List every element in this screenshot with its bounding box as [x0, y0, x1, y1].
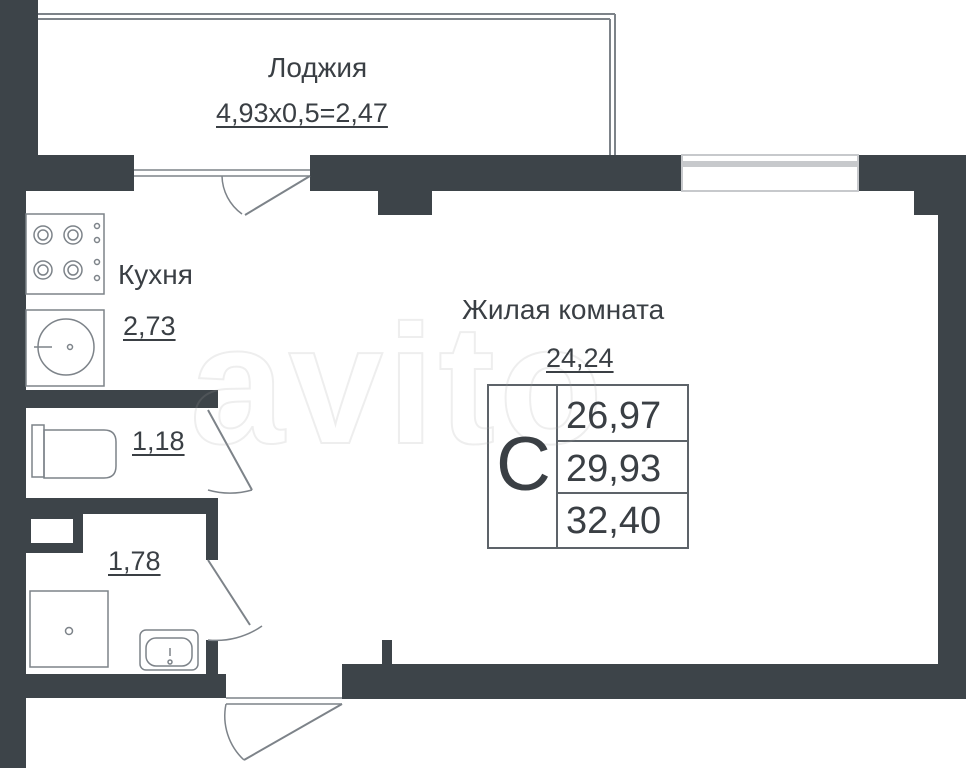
left-wall-bottom	[0, 698, 26, 768]
bottom-wall	[342, 664, 966, 699]
doors	[134, 169, 343, 761]
partitions	[21, 390, 218, 674]
kitchen-name: Кухня	[118, 259, 193, 290]
living-room-name: Жилая комната	[462, 294, 665, 325]
total-area-1: 26,97	[566, 395, 662, 437]
living-room-area: 24,24	[546, 343, 614, 373]
toilet-area: 1,18	[132, 426, 185, 456]
total-area-2: 29,93	[566, 448, 662, 490]
bath-niche	[21, 509, 83, 553]
right-outer-wall	[938, 155, 966, 699]
top-wall-left	[26, 155, 134, 191]
window-top	[681, 154, 859, 192]
loggia-frame	[38, 13, 616, 155]
left-outer-wall	[0, 0, 26, 768]
shower-tray	[29, 590, 109, 668]
stove	[25, 213, 105, 295]
partition-bath-vertical-low	[206, 640, 218, 674]
toilet	[31, 424, 117, 479]
top-wall-center	[310, 155, 682, 191]
partition-kitchen-toilet	[26, 390, 206, 408]
kitchen-area-value: 2,73	[123, 311, 176, 341]
column-stub-right	[914, 191, 938, 215]
partition-stub-a	[206, 390, 218, 408]
bath-basin	[139, 629, 199, 671]
kitchen-area: 2,73	[123, 313, 186, 340]
total-area-3: 32,40	[566, 500, 662, 542]
area-table	[487, 384, 689, 549]
watermark: avito	[189, 290, 607, 480]
bottom-wall-left	[26, 674, 226, 698]
column-stub-left	[378, 191, 432, 215]
bathroom-area: 1,78	[108, 546, 161, 576]
loggia-area: 4,93х0,5=2,47	[216, 98, 388, 128]
loggia-left-wall	[26, 0, 38, 155]
loggia-name: Лоджия	[268, 52, 368, 83]
bottom-wall-stub	[382, 640, 392, 664]
area-class-letter: С	[496, 422, 551, 507]
partition-bath-vertical	[206, 498, 218, 560]
kitchen-sink	[25, 309, 105, 387]
